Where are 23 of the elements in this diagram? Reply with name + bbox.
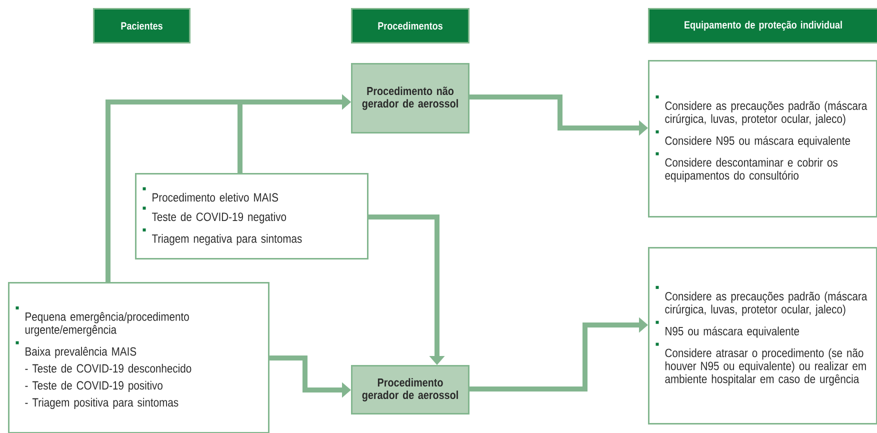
- procedure-box: Procedimento não gerador de aerossol: [351, 63, 470, 134]
- bullet-item: Teste de COVID-19 negativo: [142, 206, 286, 224]
- column-header: Procedimentos: [351, 8, 470, 44]
- bullet-item: Considere as precauções padrão (máscara cirúrgica, luvas, protetor ocular, jaleco): [656, 95, 868, 126]
- bullet-item: Procedimento eletivo MAIS: [142, 187, 278, 202]
- column-header: Equipamento de proteção individual: [648, 8, 877, 44]
- criteria-box: [135, 173, 368, 260]
- sub-item: - Triagem positiva para sintomas: [25, 398, 178, 410]
- criteria-box: [8, 282, 270, 433]
- bullet-item: N95 ou máscara equivalente: [656, 320, 800, 338]
- procedure-box: Procedimento gerador de aerossol: [351, 365, 470, 414]
- bullet-item: Considere descontaminar e cobrir os equipamentos do consultório: [656, 152, 838, 182]
- column-header: Pacientes: [93, 8, 190, 44]
- criteria-box: [648, 247, 877, 424]
- sub-item: - Teste de COVID-19 desconhecido: [25, 364, 192, 373]
- bullet-item: Considere atrasar o procedimento (se não houver N95 ou equivalente) ou realizar em ambiente hospitalar em caso de urgência: [656, 342, 866, 386]
- criteria-box: [648, 60, 877, 218]
- bullet-item: Pequena emergência/procedimento urgente/emergência: [16, 306, 189, 336]
- bullet-item: Considere N95 ou máscara equivalente: [656, 130, 850, 148]
- bullet-item: Considere as precauções padrão (máscara cirúrgica, luvas, protetor ocular, jaleco): [656, 286, 868, 316]
- bullet-item: Triagem negativa para sintomas: [142, 228, 302, 246]
- bullet-item: Baixa prevalência MAIS: [16, 341, 136, 358]
- sub-item: - Teste de COVID-19 positivo: [25, 380, 162, 392]
